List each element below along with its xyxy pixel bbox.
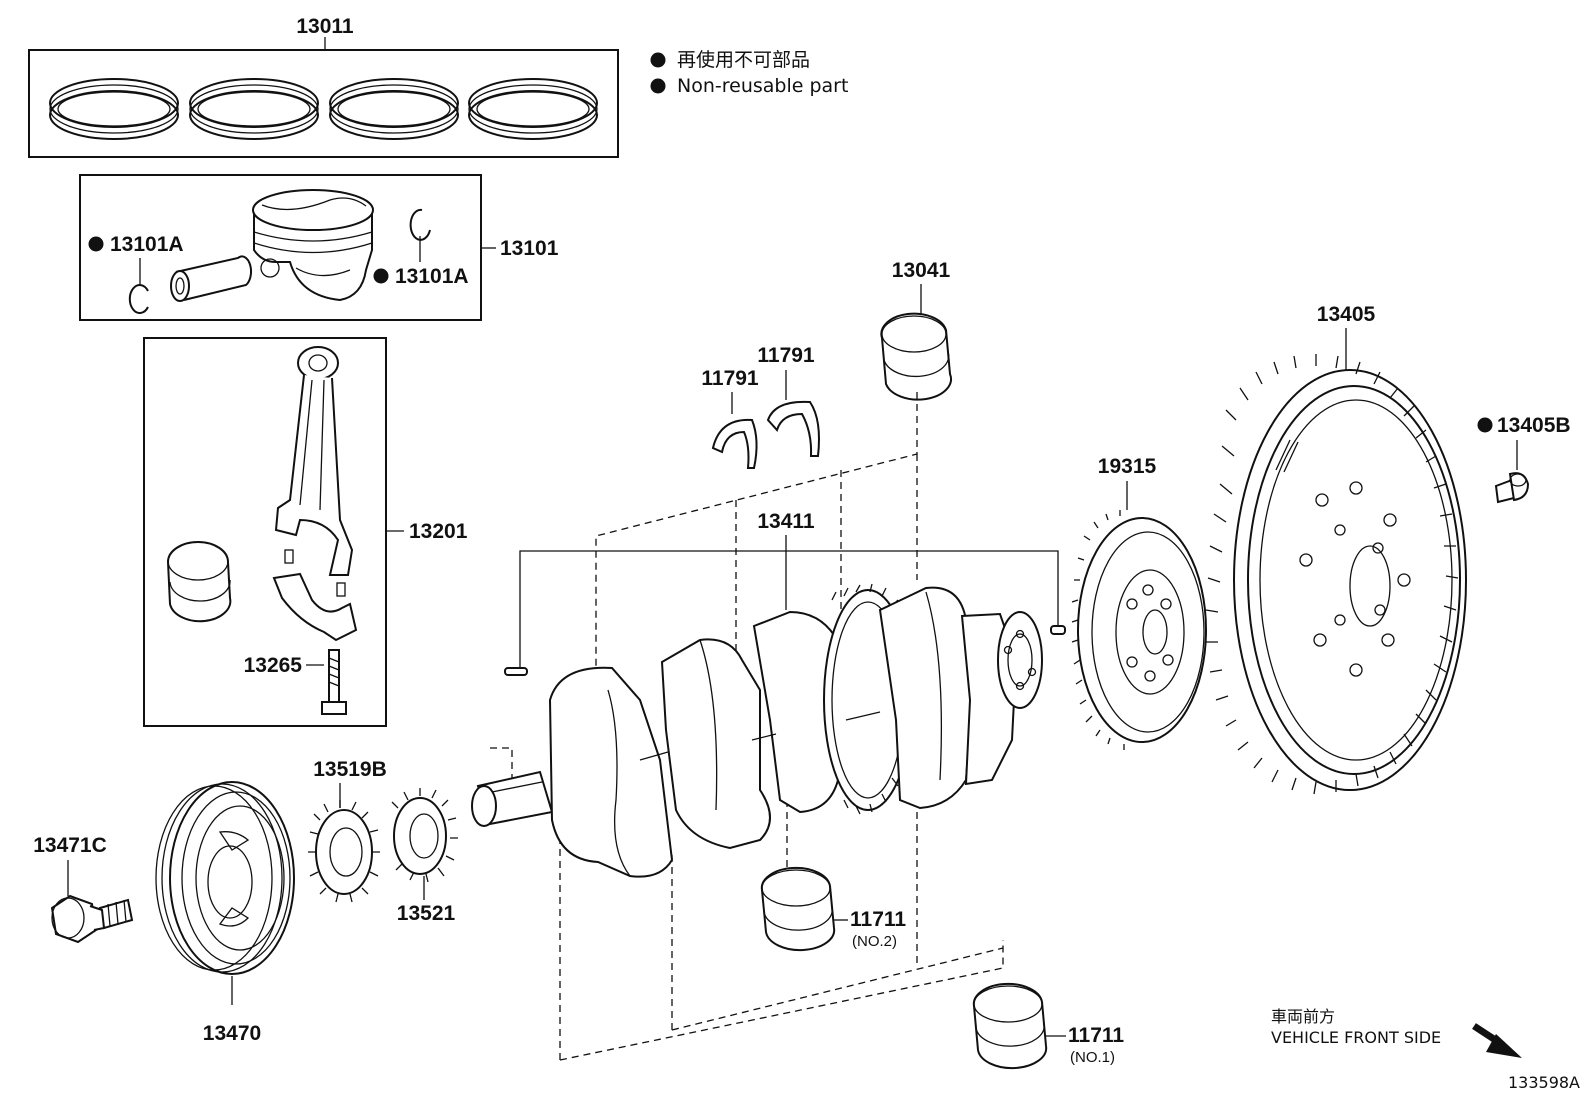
crankshaft-icon xyxy=(471,583,1043,878)
part-number-13201[interactable]: 13201 xyxy=(409,520,468,543)
non-reusable-dot-icon xyxy=(1477,417,1493,433)
figure-id: 133598A xyxy=(1508,1073,1580,1092)
direction-english: VEHICLE FRONT SIDE xyxy=(1271,1028,1441,1047)
sprocket-icon xyxy=(308,800,380,903)
arrow-icon xyxy=(1472,1023,1522,1058)
main-bearing-no2-group: 11711 (NO.2) xyxy=(760,866,906,952)
main-bearing-no1-group: 11711 (NO.1) xyxy=(972,982,1124,1070)
thrust-washer-icon xyxy=(711,418,758,469)
part-number-13405B[interactable]: 13405B xyxy=(1497,414,1571,437)
crank-pin-icon xyxy=(1050,625,1066,635)
direction-japanese: 車両前方 xyxy=(1271,1007,1335,1026)
part-number-13011[interactable]: 13011 xyxy=(296,15,354,38)
signal-plate-icon xyxy=(1071,510,1207,750)
rod-bearing-icon xyxy=(166,541,232,623)
vehicle-direction: 車両前方 VEHICLE FRONT SIDE xyxy=(1271,1007,1522,1058)
thrust-washer-group: 11791 11791 xyxy=(701,344,820,469)
part-number-13411[interactable]: 13411 xyxy=(757,510,815,533)
crankshaft-bearing-group: 13041 xyxy=(880,259,952,401)
part-number-13041[interactable]: 13041 xyxy=(892,259,951,282)
connecting-rod-group: 13201 13265 xyxy=(143,337,468,727)
part-number-13101[interactable]: 13101 xyxy=(500,237,559,260)
legend-japanese: 再使用不可部品 xyxy=(677,49,810,71)
pulley-bolt-group: 13471C xyxy=(33,834,134,944)
pulley-icon xyxy=(155,781,295,975)
part-number-19315[interactable]: 19315 xyxy=(1098,455,1157,478)
legend: 再使用不可部品 Non-reusable part xyxy=(650,49,848,97)
part-number-13471C[interactable]: 13471C xyxy=(33,834,107,857)
non-reusable-dot-icon xyxy=(373,268,389,284)
piston-ring-set-group: 13011 xyxy=(28,15,619,158)
flywheel-icon xyxy=(1205,354,1467,795)
piston-ring-icon xyxy=(49,78,179,140)
part-number-11711-no1[interactable]: 11711 xyxy=(1068,1024,1124,1047)
rod-bolt-icon xyxy=(321,649,347,715)
crank-sprocket-group: 13521 xyxy=(391,788,458,925)
bolt-icon xyxy=(1494,472,1530,504)
crank-key-icon xyxy=(504,667,528,676)
piston-pin-icon xyxy=(170,255,253,302)
piston-ring-icon xyxy=(468,78,598,140)
connecting-rod-icon xyxy=(272,346,358,642)
timing-sprocket-group: 13519B xyxy=(308,758,387,903)
sprocket-icon xyxy=(391,788,458,883)
signal-plate-group: 19315 xyxy=(1071,455,1207,750)
part-number-11791-right[interactable]: 11791 xyxy=(757,344,815,367)
snap-ring-icon xyxy=(128,284,149,314)
part-number-11791-left[interactable]: 11791 xyxy=(701,367,759,390)
part-number-13519B[interactable]: 13519B xyxy=(313,758,387,781)
part-number-13470[interactable]: 13470 xyxy=(203,1022,261,1045)
flywheel-group: 13405 xyxy=(1205,303,1467,795)
main-bearing-icon xyxy=(880,312,952,401)
legend-english: Non-reusable part xyxy=(677,75,848,97)
main-bearing-icon xyxy=(760,866,836,952)
part-number-13521[interactable]: 13521 xyxy=(397,902,456,925)
piston-ring-icon xyxy=(329,78,459,140)
flywheel-bolt-group: 13405B xyxy=(1477,414,1571,504)
snap-ring-icon xyxy=(409,208,431,241)
bolt-icon xyxy=(50,894,134,944)
piston-assy-group: 13101 13101A 13101A xyxy=(79,174,559,321)
part-number-13101A-right[interactable]: 13101A xyxy=(395,265,469,288)
crankshaft-pulley-group: 13470 xyxy=(155,781,295,1045)
main-bearing-icon xyxy=(972,982,1048,1070)
crankshaft-group: 13411 xyxy=(471,510,1066,878)
part-number-13265[interactable]: 13265 xyxy=(244,654,303,677)
non-reusable-dot-icon xyxy=(650,52,666,68)
part-number-11711-no2[interactable]: 11711 xyxy=(850,908,906,931)
piston-ring-icon xyxy=(189,78,319,140)
part-number-13101A-left[interactable]: 13101A xyxy=(110,233,184,256)
thrust-washer-icon xyxy=(766,400,820,457)
non-reusable-dot-icon xyxy=(88,236,104,252)
part-number-13405[interactable]: 13405 xyxy=(1317,303,1376,326)
main-bearing-no2-note: (NO.2) xyxy=(852,933,897,950)
main-bearing-no1-note: (NO.1) xyxy=(1070,1049,1115,1066)
non-reusable-dot-icon xyxy=(650,78,666,94)
piston-icon xyxy=(252,189,374,302)
